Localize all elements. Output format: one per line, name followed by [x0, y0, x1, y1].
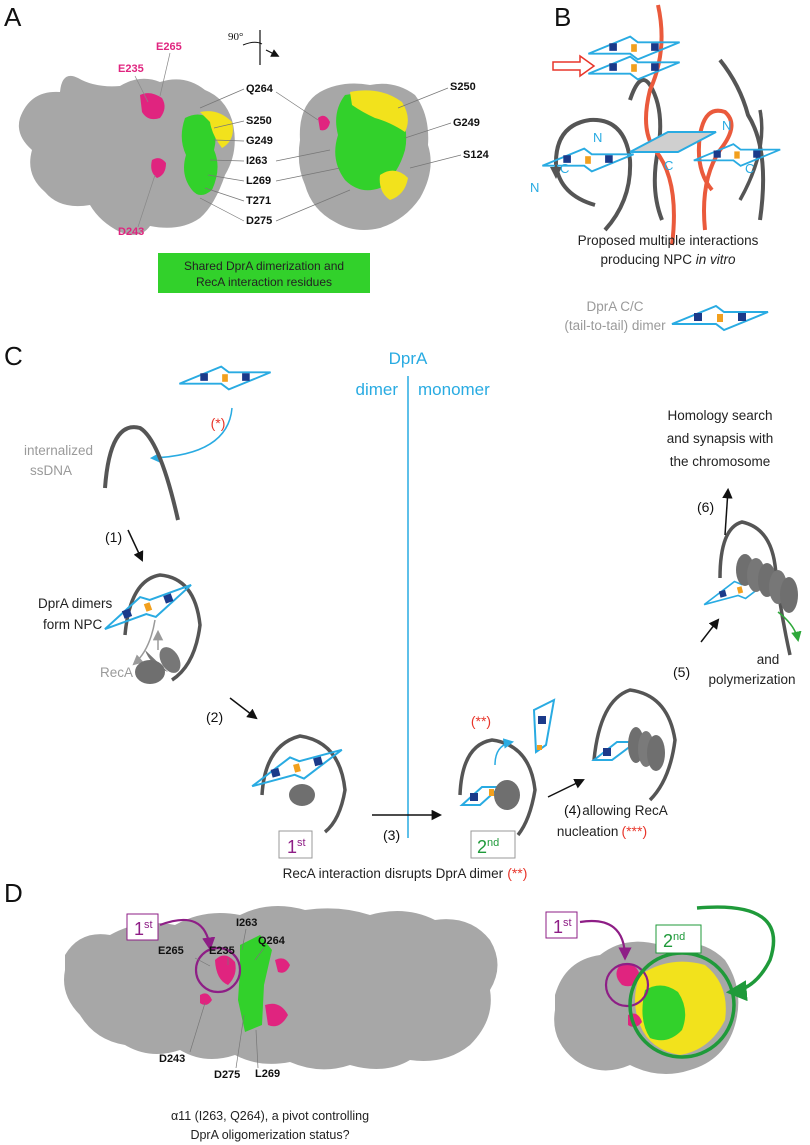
svg-text:G249: G249: [453, 117, 480, 129]
npc-label1: DprA dimers: [38, 596, 113, 611]
poly-label1: and: [757, 652, 780, 667]
panel-a-left-labels: Q264 S250 G249 I263 L269 T271 D275: [199, 83, 351, 227]
star1: (*): [211, 415, 226, 431]
nucleation-label1: allowing RecA: [582, 803, 668, 818]
first-badge-d: [126, 913, 159, 941]
svg-text:T271: T271: [246, 195, 271, 207]
label-n: N: [722, 118, 731, 133]
second-badge-d: [655, 924, 702, 954]
dimer-legend-icon: [671, 305, 769, 331]
svg-text:L269: L269: [246, 175, 271, 187]
panel-d-caption1: α11 (I263, Q264), a pivot controlling: [171, 1109, 369, 1123]
dimer-legend-line1: DprA C/C: [586, 299, 643, 314]
protein-surface-a-right: [298, 83, 431, 230]
svg-text:E235: E235: [209, 945, 235, 957]
res-e265: E265: [156, 41, 182, 53]
protein-surface-a-left: [18, 75, 235, 235]
binding-arrow: [149, 407, 233, 463]
second-badge: [470, 830, 516, 859]
reca-icon: [135, 660, 165, 684]
rotation-label: 90°: [228, 31, 243, 43]
second-badge-d-text: 2nd: [663, 931, 685, 951]
panel-d-residues: E265 E235 I263 Q264 D243 D275 L269: [158, 917, 286, 1081]
free-dimer: [178, 365, 272, 391]
internalized-ssdna: [103, 425, 180, 521]
label-n: N: [530, 180, 539, 195]
homology-label2: and synapsis with: [667, 431, 774, 446]
polymerization-complex: [699, 520, 802, 656]
protein-surface-d-left: [64, 906, 498, 1070]
step3: (3): [383, 827, 400, 843]
legend-box: [158, 253, 370, 293]
internalized-label1: internalized: [24, 443, 93, 458]
internalized-label2: ssDNA: [30, 463, 72, 478]
rotation-symbol: 90°: [228, 30, 280, 65]
hollow-arrow: [552, 54, 596, 78]
step5: (5): [673, 664, 690, 680]
dimer-title: dimer: [355, 380, 398, 399]
panel-c-caption: RecA interaction disrupts DprA dimer(**): [283, 865, 528, 881]
protein-surface-d-right: [554, 905, 776, 1074]
svg-text:S124: S124: [463, 149, 490, 161]
npc-diagram: [541, 4, 782, 246]
homology-label3: the chromosome: [670, 454, 771, 469]
npc-label2: form NPC: [43, 617, 103, 632]
svg-text:Q264: Q264: [246, 83, 274, 95]
nucleation-label2: nucleation(***): [557, 823, 647, 839]
monomer-title: monomer: [418, 380, 490, 399]
res-d243: D243: [118, 226, 144, 238]
label-n: N: [593, 130, 602, 145]
dimer-legend-line2: (tail-to-tail) dimer: [564, 318, 666, 333]
star2: (**): [471, 713, 491, 729]
svg-text:I263: I263: [236, 917, 257, 929]
svg-text:I263: I263: [246, 155, 267, 167]
panel-b-label: B: [554, 2, 571, 32]
svg-text:E265: E265: [158, 945, 184, 957]
panel-a-right-labels: S250 G249 S124: [397, 81, 490, 169]
res-e235: E235: [118, 63, 144, 75]
poly-label2: polymerization: [708, 672, 795, 687]
step4: (4): [564, 802, 581, 818]
first-badge-text: 1st: [287, 837, 306, 857]
svg-text:L269: L269: [255, 1068, 280, 1080]
svg-text:S250: S250: [450, 81, 476, 93]
second-complex: [458, 698, 556, 837]
first-complex: [246, 734, 348, 834]
legend-line2: RecA interaction residues: [196, 275, 332, 289]
second-badge-text: 2nd: [477, 837, 499, 857]
svg-text:Q264: Q264: [258, 935, 286, 947]
panel-b-caption1: Proposed multiple interactions: [578, 233, 759, 248]
svg-text:S250: S250: [246, 115, 272, 127]
step1: (1): [105, 529, 122, 545]
step2: (2): [206, 709, 223, 725]
first-badge: [278, 830, 313, 859]
first-badge-d-text: 1st: [134, 919, 153, 939]
legend-line1: Shared DprA dimerization and: [184, 259, 344, 273]
label-c: C: [560, 161, 569, 176]
first-badge-d2: [545, 911, 578, 939]
svg-text:D275: D275: [214, 1069, 240, 1081]
label-c: C: [745, 161, 754, 176]
panel-d-caption2: DprA oligomerization status?: [190, 1128, 349, 1142]
panel-c-label: C: [4, 341, 23, 371]
reca-label: RecA: [100, 665, 133, 680]
first-badge-d2-text: 1st: [553, 917, 572, 937]
dpra-title: DprA: [389, 349, 428, 368]
svg-text:D243: D243: [159, 1053, 185, 1065]
svg-text:G249: G249: [246, 135, 273, 147]
step6: (6): [697, 499, 714, 515]
nucleation-complex: [591, 688, 677, 802]
npc-complex: [97, 573, 202, 682]
panel-d-label: D: [4, 878, 23, 908]
homology-label1: Homology search: [667, 408, 772, 423]
panel-a-label: A: [4, 2, 22, 32]
panel-b-caption2: producing NPC in vitro: [600, 252, 736, 267]
label-c: C: [664, 158, 673, 173]
svg-text:D275: D275: [246, 215, 272, 227]
